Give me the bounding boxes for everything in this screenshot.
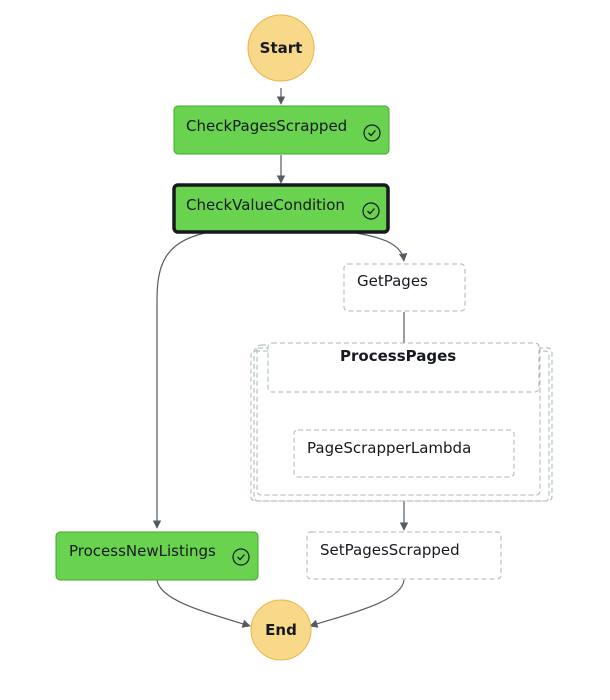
state-label: GetPages — [357, 272, 428, 290]
start-node[interactable]: Start — [247, 14, 315, 82]
state-get-pages[interactable]: GetPages — [343, 263, 466, 312]
end-node[interactable]: End — [250, 599, 312, 661]
edge-check-value-condition-to-process-new-listings — [152, 232, 206, 529]
state-process-new-listings[interactable]: ProcessNewListings — [55, 531, 259, 581]
check-circle-icon — [232, 548, 250, 566]
check-circle-icon — [363, 124, 381, 142]
check-circle-icon — [362, 202, 380, 220]
state-label: CheckPagesScrapped — [186, 117, 347, 135]
edge-set-pages-scrapped-to-end — [309, 579, 405, 628]
edge-check-value-condition-to-get-pages — [355, 232, 408, 262]
end-label: End — [265, 621, 297, 639]
edge-process-new-listings-to-end — [156, 579, 251, 628]
state-set-pages-scrapped[interactable]: SetPagesScrapped — [306, 531, 502, 580]
state-page-scrapper-lambda[interactable]: PageScrapperLambda — [293, 429, 515, 478]
state-label: CheckValueCondition — [186, 196, 345, 214]
state-label: ProcessPages — [340, 347, 456, 365]
state-label: SetPagesScrapped — [320, 541, 460, 559]
start-label: Start — [260, 39, 303, 57]
state-check-pages-scrapped[interactable]: CheckPagesScrapped — [173, 105, 390, 155]
state-check-value-condition[interactable]: CheckValueCondition — [172, 183, 390, 234]
state-label: PageScrapperLambda — [307, 439, 471, 457]
state-label: ProcessNewListings — [69, 542, 216, 560]
